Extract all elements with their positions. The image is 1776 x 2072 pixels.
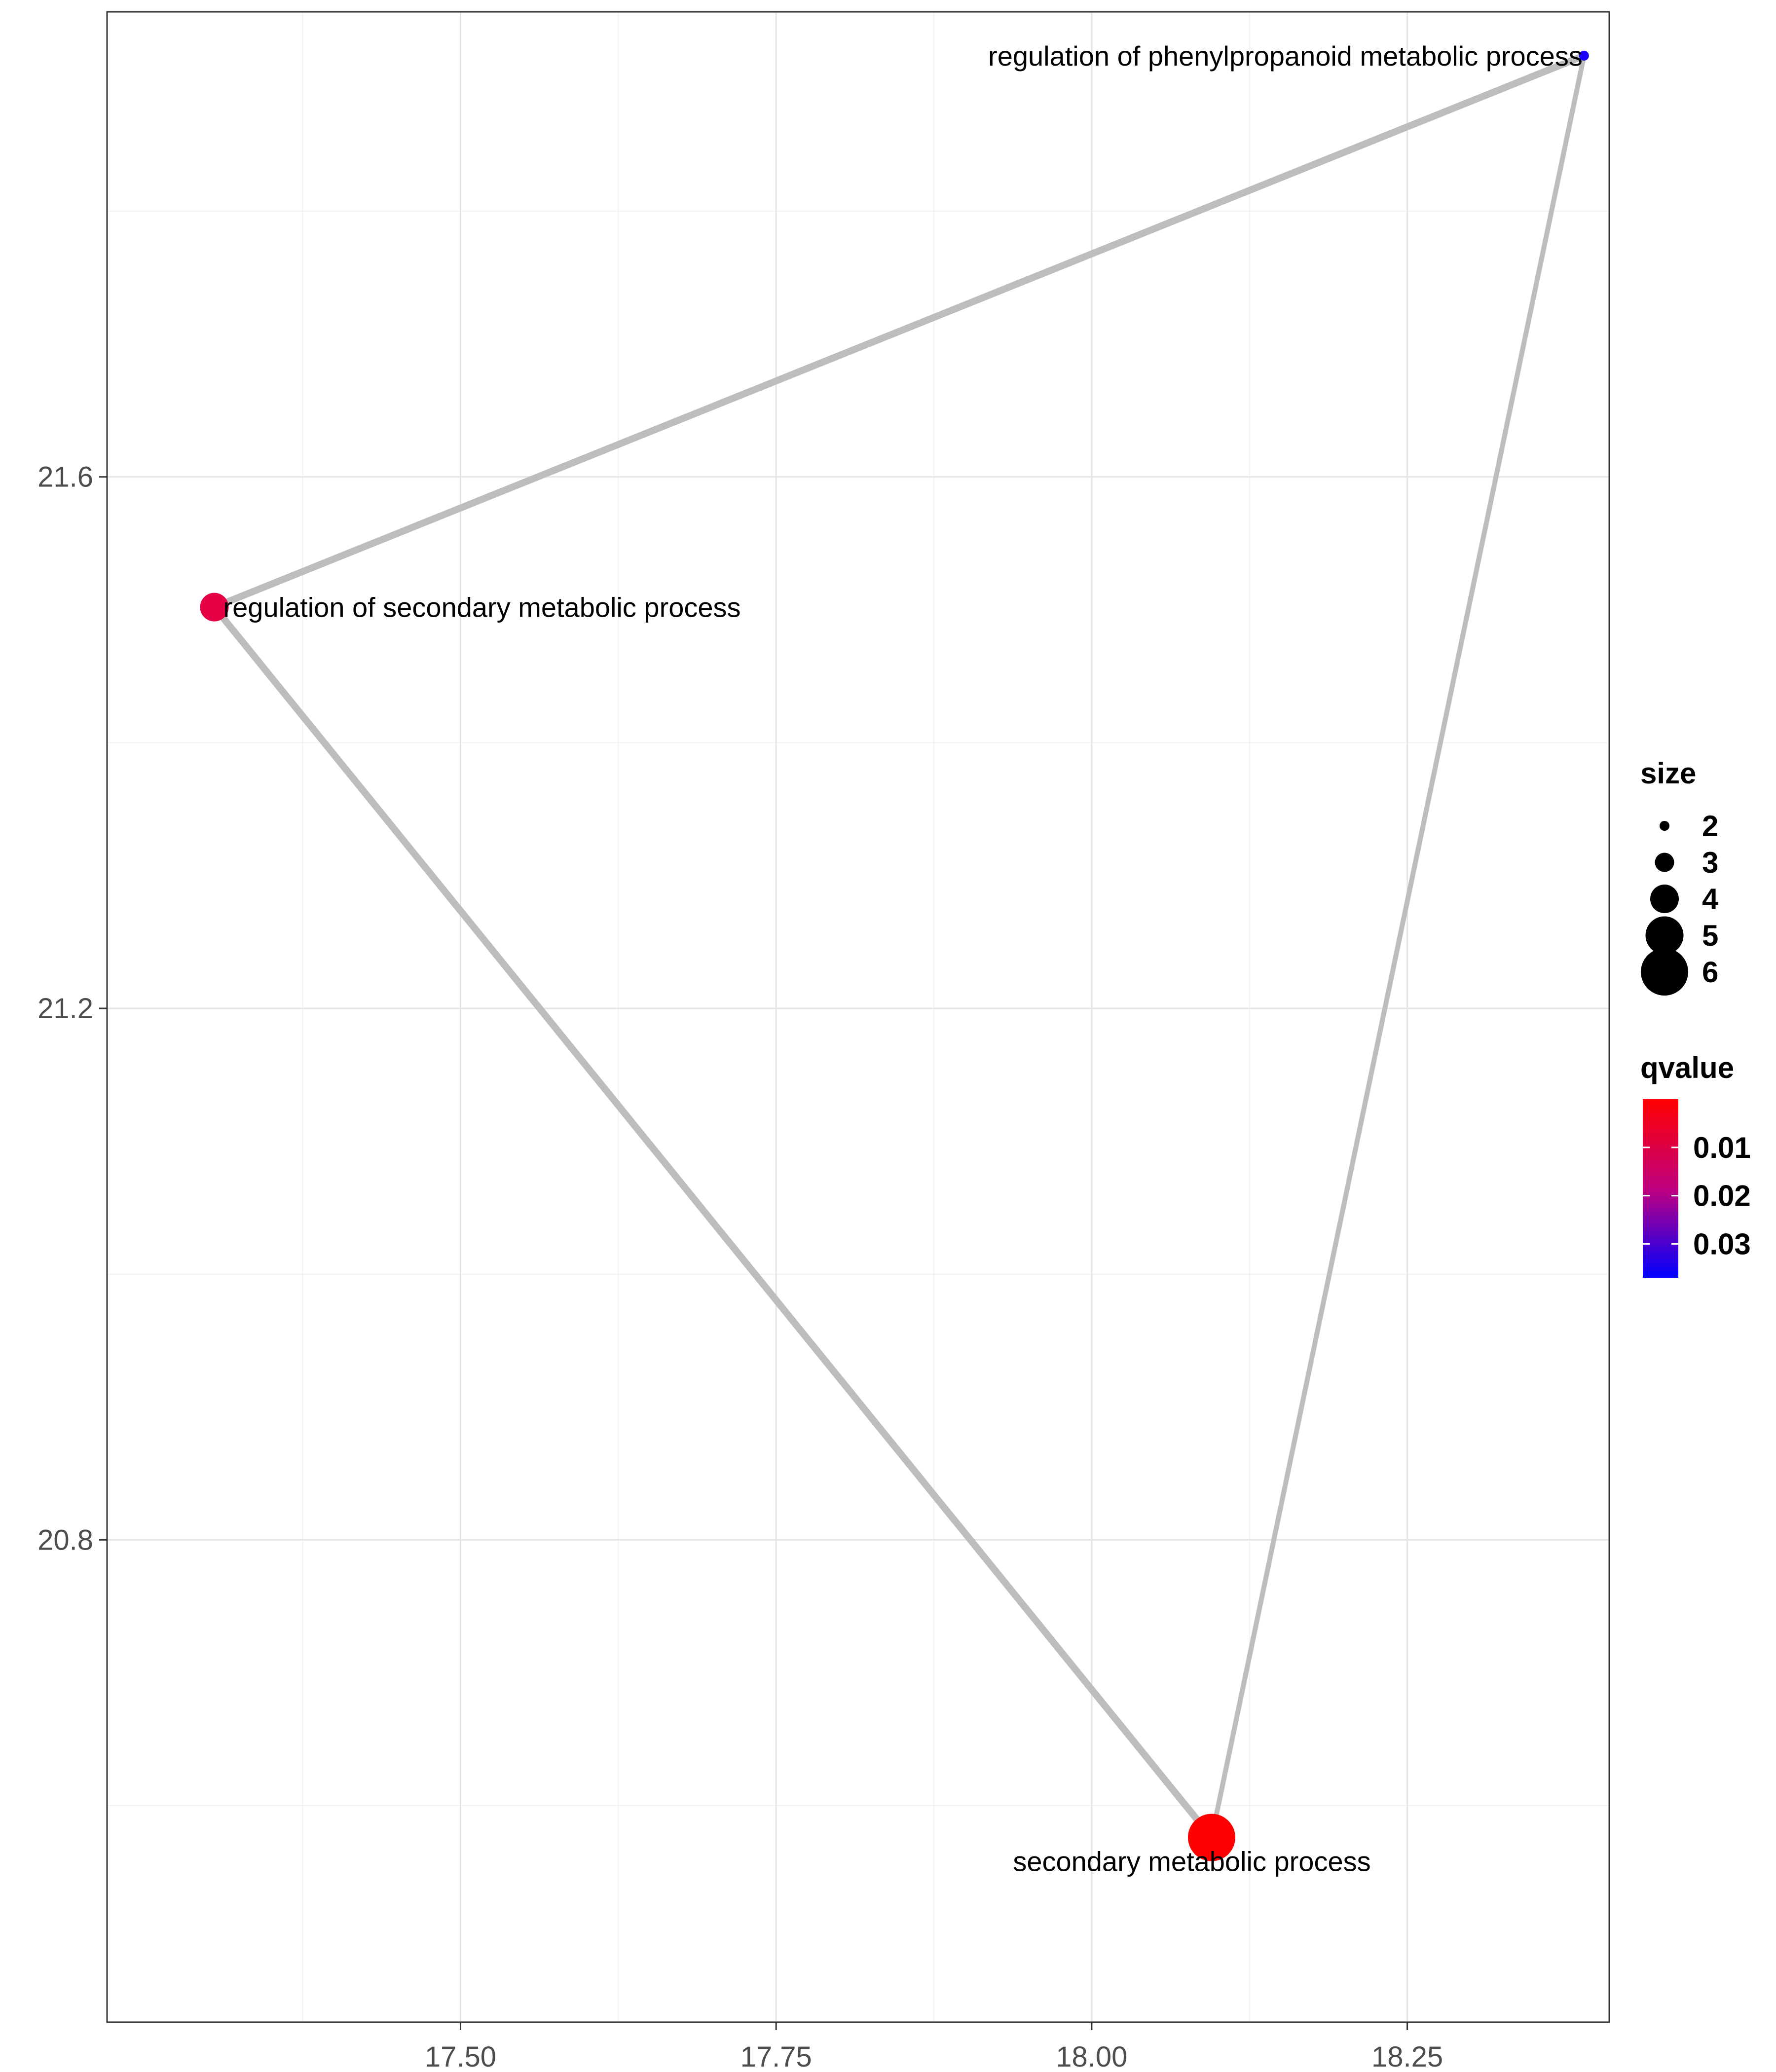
x-tick-label: 18.25: [1371, 2041, 1443, 2072]
node-labels: regulation of phenylpropanoid metabolic …: [223, 40, 1583, 1877]
qvalue-legend-label: 0.02: [1693, 1180, 1751, 1213]
x-tick-label: 18.00: [1056, 2041, 1127, 2072]
y-tick-label: 21.6: [37, 461, 93, 493]
qvalue-colorbar: [1643, 1099, 1678, 1278]
x-tick-label: 17.50: [425, 2041, 496, 2072]
edge-n1-n3: [1209, 53, 1587, 1840]
node-label: regulation of phenylpropanoid metabolic …: [988, 40, 1583, 72]
size-legend-key: [1645, 916, 1684, 955]
size-legend-label: 2: [1702, 810, 1718, 843]
node-n2: [200, 592, 229, 622]
size-legend-label: 6: [1702, 956, 1718, 989]
size-legend-key: [1660, 821, 1669, 831]
qvalue-legend-title: qvalue: [1640, 1051, 1734, 1084]
edge-n1-n2: [211, 52, 1588, 611]
size-legend-key: [1655, 852, 1674, 872]
y-tick-label: 20.8: [37, 1524, 93, 1556]
size-legend-title: size: [1640, 757, 1696, 790]
network-edges: [211, 52, 1588, 1841]
node-label: secondary metabolic process: [1013, 1846, 1370, 1877]
size-legend-key: [1650, 885, 1679, 913]
node-label: regulation of secondary metabolic proces…: [223, 592, 741, 623]
network-nodes: [200, 50, 1589, 1861]
y-tick-label: 21.2: [37, 993, 93, 1025]
node-n1: [1579, 50, 1589, 61]
qvalue-legend-label: 0.03: [1693, 1228, 1751, 1261]
qvalue-legend-label: 0.01: [1693, 1131, 1751, 1164]
node-n3: [1187, 1813, 1235, 1861]
qvalue-legend-entries: 0.01 0.02 0.03: [1643, 1131, 1751, 1261]
size-legend-label: 5: [1702, 919, 1718, 952]
size-legend-entries: 23 45 6: [1641, 810, 1719, 996]
size-legend-label: 3: [1702, 846, 1718, 879]
plot-border: [106, 11, 1610, 2023]
axes: 17.50 17.75 18.00 18.25 20.8 21.2 21.6: [37, 461, 1443, 2072]
size-legend-label: 4: [1702, 883, 1719, 916]
legend: size 23 45 6 qvalue 0.01 0.02 0.03: [1640, 757, 1751, 1278]
x-tick-label: 17.75: [740, 2041, 812, 2072]
size-legend-key: [1641, 948, 1688, 996]
edge-n2-n3: [211, 603, 1215, 1841]
